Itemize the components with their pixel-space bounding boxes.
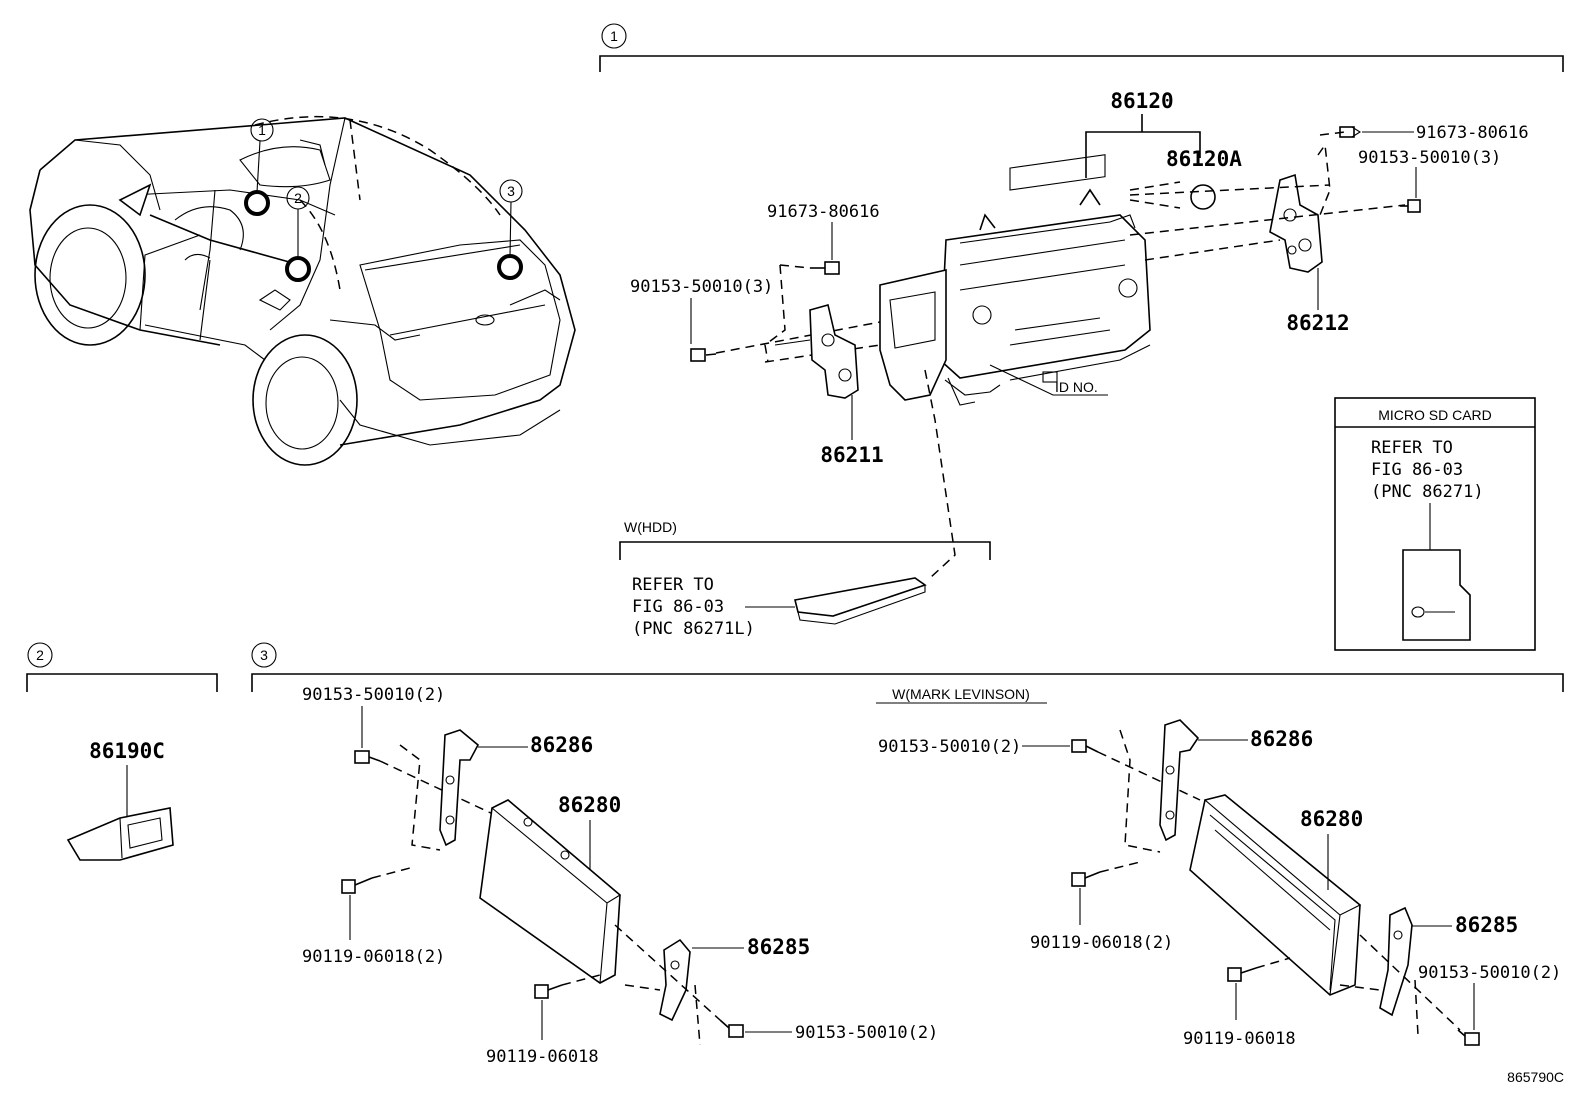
sd-refer-line3: (PNC 86271)	[1371, 482, 1484, 502]
sd-header-label: MICRO SD CARD	[1378, 407, 1492, 423]
right-86280-label: 86280	[1300, 807, 1363, 831]
hdd-drive-shape	[794, 577, 927, 625]
bracket-86211	[774, 304, 859, 399]
left-86286-label: 86286	[530, 733, 593, 757]
left-86285-label: 86285	[747, 935, 810, 959]
sd-refer-line1: REFER TO	[1371, 438, 1453, 458]
id-no-label: ID NO.	[1055, 379, 1098, 395]
part-86212-label: 86212	[1286, 311, 1349, 335]
micro-sd-section: MICRO SD CARD REFER TO FIG 86-03 (PNC 86…	[1334, 397, 1536, 651]
micro-sd-card-shape	[1402, 549, 1471, 641]
callout-3-label: 3	[260, 647, 268, 663]
section-3-right-assembly: 90153-50010(2) 86286 86280	[878, 719, 1561, 1049]
part-86211-label: 86211	[820, 443, 883, 467]
vehicle-callout-2: 2	[294, 190, 302, 206]
location-callouts: 1 2 3	[244, 118, 523, 282]
screw-90153-left	[690, 348, 717, 362]
part-91673-left-label: 91673-80616	[767, 202, 880, 222]
left-86280-label: 86280	[558, 793, 621, 817]
hdd-refer-line1: REFER TO	[632, 575, 714, 595]
part-86120-label: 86120	[1110, 89, 1173, 113]
right-amplifier-86280	[1189, 794, 1362, 996]
section-3-left-assembly: 90153-50010(2) 86286 86280	[302, 685, 938, 1067]
right-86285-label: 86285	[1455, 913, 1518, 937]
part-90153-top-right-label: 90153-50010(3)	[1358, 148, 1501, 168]
left-screw-90153-top	[354, 750, 381, 764]
left-90119-bottom-label: 90119-06018	[486, 1047, 599, 1067]
left-bracket-86286	[439, 729, 480, 847]
mark-levinson-header-label: W(MARK LEVINSON)	[892, 686, 1030, 702]
right-screw-90119-bottom	[1227, 967, 1257, 982]
bracket-86212	[1269, 173, 1323, 273]
vehicle-illustration	[29, 115, 576, 466]
right-screw-90153-right	[1457, 1029, 1480, 1046]
section-1-header: 1	[599, 23, 1564, 72]
figure-code-label: 865790C	[1507, 1069, 1564, 1085]
head-unit-86120	[879, 154, 1151, 406]
left-90153-top-label: 90153-50010(2)	[302, 685, 445, 705]
callout-1-label: 1	[610, 28, 618, 44]
right-bracket-86286	[1159, 719, 1200, 842]
section-2: 2 86190C	[26, 642, 218, 861]
left-90119-mid-label: 90119-06018(2)	[302, 947, 445, 967]
vehicle-callout-1: 1	[258, 122, 266, 138]
right-90119-mid-label: 90119-06018(2)	[1030, 933, 1173, 953]
vehicle-callout-3: 3	[507, 183, 515, 199]
left-90153-bottom-label: 90153-50010(2)	[795, 1023, 938, 1043]
hdd-refer-line2: FIG 86-03	[632, 597, 724, 617]
right-90119-bottom-label: 90119-06018	[1183, 1029, 1296, 1049]
left-screw-90153-bottom	[719, 1019, 744, 1038]
part-91673-top-right-label: 91673-80616	[1416, 123, 1529, 143]
right-90153-top-label: 90153-50010(2)	[878, 737, 1021, 757]
part-90153-left-label: 90153-50010(3)	[630, 277, 773, 297]
callout-2-label: 2	[36, 647, 44, 663]
left-screw-90119-bottom	[534, 984, 563, 999]
part-86120A-shape	[1190, 184, 1216, 210]
sd-refer-line2: FIG 86-03	[1371, 460, 1463, 480]
hdd-refer-line3: (PNC 86271L)	[632, 619, 755, 639]
part-86190C-label: 86190C	[89, 739, 165, 763]
right-86286-label: 86286	[1250, 727, 1313, 751]
screw-90153-top-right	[1400, 199, 1421, 213]
part-86120A-label: 86120A	[1166, 147, 1242, 171]
left-amplifier-86280	[479, 799, 621, 984]
right-bracket-86285	[1379, 906, 1413, 1017]
hdd-header-label: W(HDD)	[624, 519, 677, 535]
right-screw-90119-mid	[1071, 871, 1101, 887]
part-86190C-shape	[66, 807, 174, 861]
section-3-header: 3 W(MARK LEVINSON)	[251, 642, 1564, 704]
hdd-section: W(HDD) REFER TO FIG 86-03 (PNC 86271L)	[619, 519, 991, 639]
screw-91673-left	[810, 261, 840, 275]
right-screw-90153-top	[1071, 739, 1099, 753]
right-90153-right-label: 90153-50010(2)	[1418, 963, 1561, 983]
left-screw-90119-mid	[341, 877, 373, 894]
